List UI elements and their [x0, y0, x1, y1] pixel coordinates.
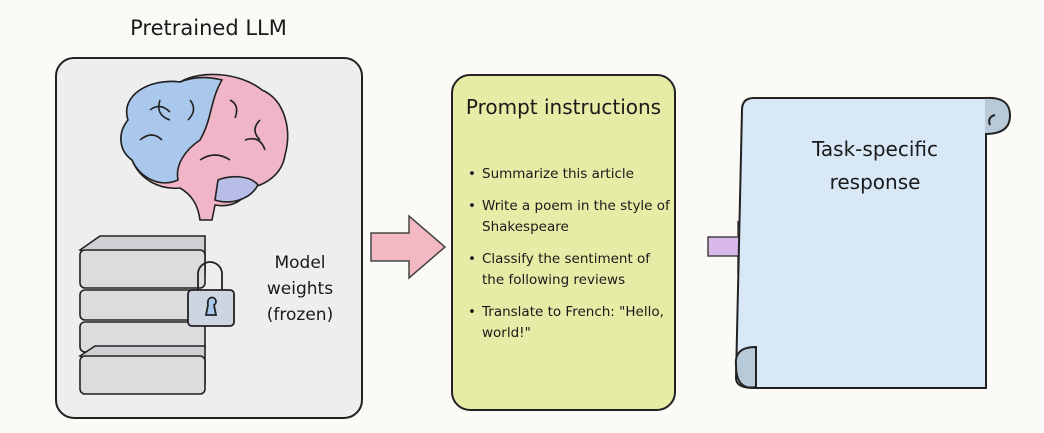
model-weights-label: Model weights (frozen) [266, 253, 334, 325]
list-item: Summarize this article [468, 164, 673, 185]
arrow-right-icon [370, 214, 447, 280]
list-item: Translate to French: "Hello, world!" [468, 302, 673, 344]
task-specific-response-title: Task-specific response [812, 137, 938, 194]
list-item: Write a poem in the style of Shakespeare [468, 196, 673, 238]
pretrained-llm-title: Pretrained LLM [130, 16, 287, 40]
lock-icon [187, 261, 235, 327]
database-stack-icon [78, 235, 206, 395]
prompt-list: Summarize this article Write a poem in t… [468, 164, 673, 355]
scroll-icon [734, 96, 1012, 389]
prompt-instructions-title: Prompt instructions [465, 95, 662, 119]
list-item: Classify the sentiment of the following … [468, 249, 673, 291]
brain-icon [120, 73, 289, 221]
